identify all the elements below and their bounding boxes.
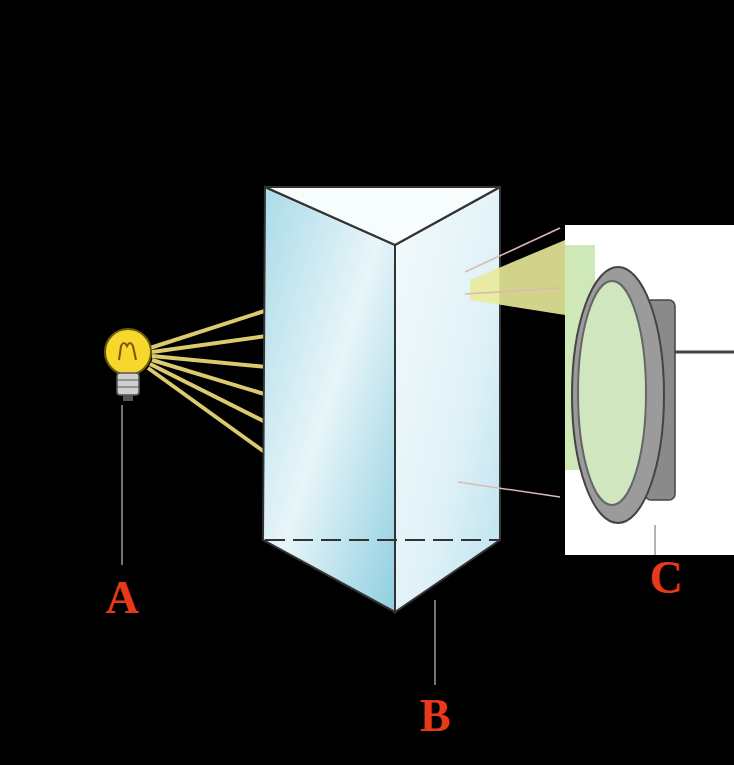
prism-top [265, 187, 500, 245]
prism-face [263, 187, 395, 612]
lens-rim [572, 267, 664, 523]
part-label: A [105, 575, 138, 621]
lens-glass [578, 281, 646, 505]
prism-face [395, 187, 500, 612]
lens-stub [675, 351, 734, 354]
light-bulb [105, 329, 151, 401]
part-label: C [649, 555, 682, 601]
leader-line [122, 405, 655, 685]
part-label: B [420, 693, 451, 739]
light-beam [470, 240, 565, 315]
lens-ground [565, 225, 734, 555]
ray-lines [458, 228, 560, 497]
hidden-edge [265, 539, 500, 541]
